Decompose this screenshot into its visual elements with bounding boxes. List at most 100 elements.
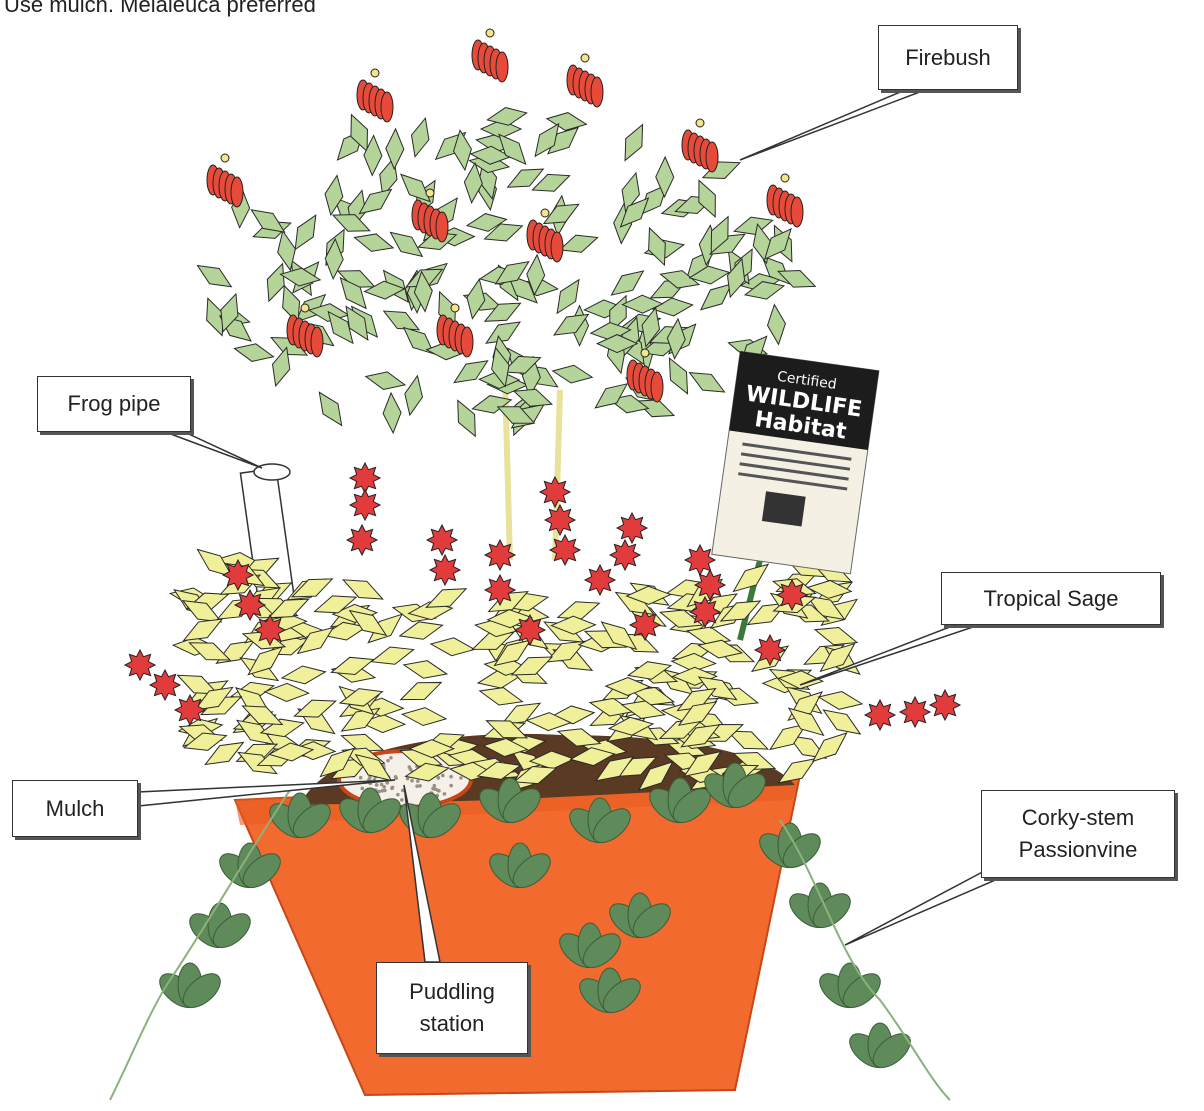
firebush-leaf [776,269,817,288]
sage-leaf [677,701,718,726]
sage-leaf [267,742,315,762]
firebush-leaf [726,257,746,299]
firebush-leaf [698,179,716,218]
firebush-leaf [363,280,406,300]
firebush-leaf [496,406,536,424]
sage-leaf [817,691,864,710]
pebble [449,783,453,788]
firebush-flowers [206,28,804,403]
pebble [449,774,453,779]
pebble [416,779,420,783]
passionvine-leaf [582,933,621,969]
sage-leaf [777,670,825,690]
pebble [360,786,365,791]
sage-leaf [485,720,529,739]
sage-leaf [259,718,305,738]
sage-leaf [769,723,808,751]
top-note-text: Use mulch. Melaleuca preferred [4,0,316,17]
firebush-bud [580,53,590,63]
sage-leaf [658,609,704,628]
firebush-leaf [463,161,483,204]
firebush-leaf [233,343,275,362]
pebble [383,788,387,793]
firebush-leaf [350,113,369,153]
firebush-leaf [688,372,726,393]
firebush-leaf [763,227,792,261]
firebush-bud [370,68,380,78]
sage-leaf [806,579,853,599]
sage-leaf [813,627,859,646]
firebush-flower [380,91,394,123]
sage-leaf [367,613,403,644]
sage-leaf [429,637,476,657]
firebush-leaf [413,270,433,313]
firebush-leaf [558,234,599,253]
firebush-leaf [526,253,546,296]
sage-flower [428,553,462,587]
sage-leaf [348,609,388,636]
firebush-leaf [324,174,344,217]
firebush-leaf [485,321,522,344]
firebush-leaf [364,371,407,391]
firebush-flower [590,76,604,108]
firebush-leaf [531,173,571,192]
sage-leaf [478,687,524,706]
firebush-flower [495,51,509,83]
sage-leaf [670,652,717,672]
sage-leaf [676,687,717,712]
sage-leaf [486,609,533,629]
firebush-flower [650,371,664,403]
passionvine-stem-left [109,789,291,1101]
label-passionvine-line2: Passionvine [1018,837,1138,862]
firebush-flower [310,326,324,358]
pebble [386,758,390,763]
sage-flower [548,533,582,567]
sage-flower [615,511,649,545]
passionvine-stem [779,819,951,1101]
passionvine-leaf [632,903,671,939]
firebush-flower [705,141,719,173]
firebush-leaf [331,214,371,232]
sage-leaf [822,709,862,735]
firebush-leaf [610,270,645,296]
sage-leaf [204,741,245,766]
sage-flower [863,698,897,732]
firebush-leaf [651,297,694,317]
sage-leaf [719,600,762,622]
pebble [436,776,441,780]
sage-leaf [319,747,356,778]
label-mulch: Mulch [45,795,105,821]
sage-flower [608,538,642,572]
sage-leaf [290,578,334,598]
firebush-leaf [648,226,666,267]
sage-leaf [626,661,673,680]
sage-flower [345,523,379,557]
sage-leaf [697,639,744,659]
top-note: Use mulch. Melaleuca preferred [4,0,316,18]
firebush-bud [450,303,460,313]
passionvine-leaf [727,773,766,809]
firebush-leaf [556,278,580,315]
firebush-leaf [483,223,524,242]
sage-flower [221,558,255,592]
sage-flower [628,608,662,642]
label-puddling-line1: Puddling [409,979,495,1004]
sage-leaf [182,732,228,751]
sage-flower [688,595,722,629]
firebush-flower [460,326,474,358]
firebush-leaf [382,391,402,435]
firebush-leaf [363,134,383,177]
firebush-leaf [688,265,731,285]
firebush-bud [300,303,310,313]
sage-leaf [263,682,311,702]
firebush-leaf [545,112,588,131]
firebush-flower [790,196,804,228]
firebush-leaf [339,276,367,310]
sage-leaf [595,756,635,782]
sage-flower [693,568,727,602]
firebush-leaf [196,264,233,288]
tropical-sage-foliage [168,548,864,793]
callout-puddling-station: Puddling station [376,962,528,1054]
sage-leaf [607,716,655,736]
sage-leaf [400,707,448,727]
